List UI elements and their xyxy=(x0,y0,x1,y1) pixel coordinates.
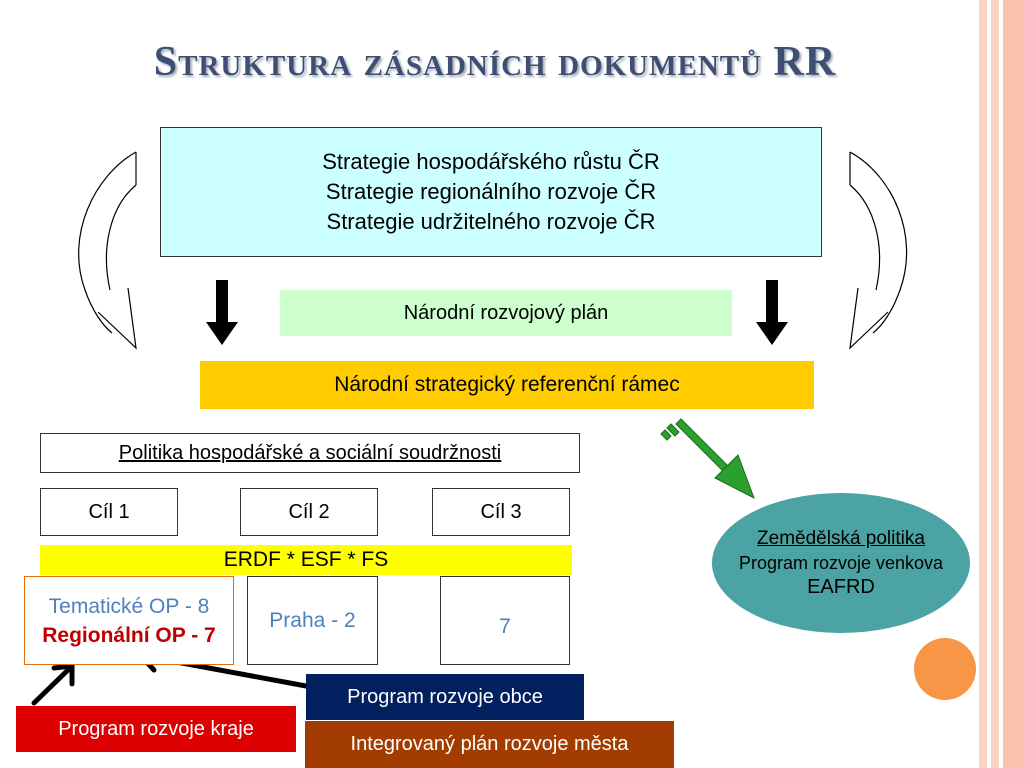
decor-stripe xyxy=(979,0,987,768)
thematic-op-label: Tematické OP - 8 xyxy=(48,594,210,618)
obce-programme-label: Program rozvoje obce xyxy=(347,685,543,708)
agri-policy-ellipse: Zemědělská politika Program rozvoje venk… xyxy=(712,493,970,633)
nsrr-box: Národní strategický referenční rámec xyxy=(200,361,814,409)
goal-1-label: Cíl 1 xyxy=(88,500,130,523)
green-arrow-icon xyxy=(660,418,755,500)
national-plan-label: Národní rozvojový plán xyxy=(403,301,609,324)
strategy-sustainable-development: Strategie udržitelného rozvoje ČR xyxy=(326,209,656,234)
praha-op-box: Praha - 2 xyxy=(247,576,378,665)
cohesion-policy-box: Politika hospodářské a sociální soudržno… xyxy=(40,433,580,473)
funds-bar: ERDF * ESF * FS xyxy=(40,545,572,575)
decor-stripe xyxy=(991,0,999,768)
goal-3-box: Cíl 3 xyxy=(432,488,570,536)
cohesion-policy-label: Politika hospodářské a sociální soudržno… xyxy=(118,441,502,464)
strategy-economic-growth: Strategie hospodářského růstu ČR xyxy=(322,149,660,174)
kraje-programme-box: Program rozvoje kraje xyxy=(16,706,296,752)
mesta-plan-box: Integrovaný plán rozvoje města xyxy=(305,721,674,768)
regional-op-label: Regionální OP - 7 xyxy=(42,623,216,647)
down-arrow-right-icon xyxy=(756,280,788,345)
agri-policy-title: Zemědělská politika xyxy=(757,528,925,549)
strategy-regional-development: Strategie regionálního rozvoje ČR xyxy=(325,179,657,204)
down-arrow-left-icon xyxy=(206,280,238,345)
rural-programme-label: Program rozvoje venkova xyxy=(738,553,944,573)
page-title: Struktura zásadních dokumentů RR xyxy=(153,39,837,85)
strategies-box: Strategie hospodářského růstu ČR Strateg… xyxy=(160,127,822,257)
nsrr-label: Národní strategický referenční rámec xyxy=(334,373,680,396)
goal-1-box: Cíl 1 xyxy=(40,488,178,536)
decor-circle xyxy=(914,638,976,700)
arrow-kraje-to-rop-icon xyxy=(31,663,75,706)
eafrd-label: EAFRD xyxy=(807,576,875,598)
funds-label: ERDF * ESF * FS xyxy=(223,548,389,571)
obce-programme-box: Program rozvoje obce xyxy=(306,674,584,720)
goal3-op-label: 7 xyxy=(499,614,511,638)
goal3-op-box: 7 xyxy=(440,576,570,665)
right-cycle-arrow-icon xyxy=(849,151,908,350)
national-plan-box: Národní rozvojový plán xyxy=(280,290,732,336)
thematic-regional-op-box: Tematické OP - 8 Regionální OP - 7 xyxy=(24,576,234,665)
praha-op-label: Praha - 2 xyxy=(269,608,356,632)
decor-stripe xyxy=(1003,0,1024,768)
goal-2-box: Cíl 2 xyxy=(240,488,378,536)
left-cycle-arrow-icon xyxy=(78,151,137,350)
goal-2-label: Cíl 2 xyxy=(288,500,330,523)
mesta-plan-label: Integrovaný plán rozvoje města xyxy=(350,733,629,755)
kraje-programme-label: Program rozvoje kraje xyxy=(58,717,254,740)
goal-3-label: Cíl 3 xyxy=(480,500,522,523)
